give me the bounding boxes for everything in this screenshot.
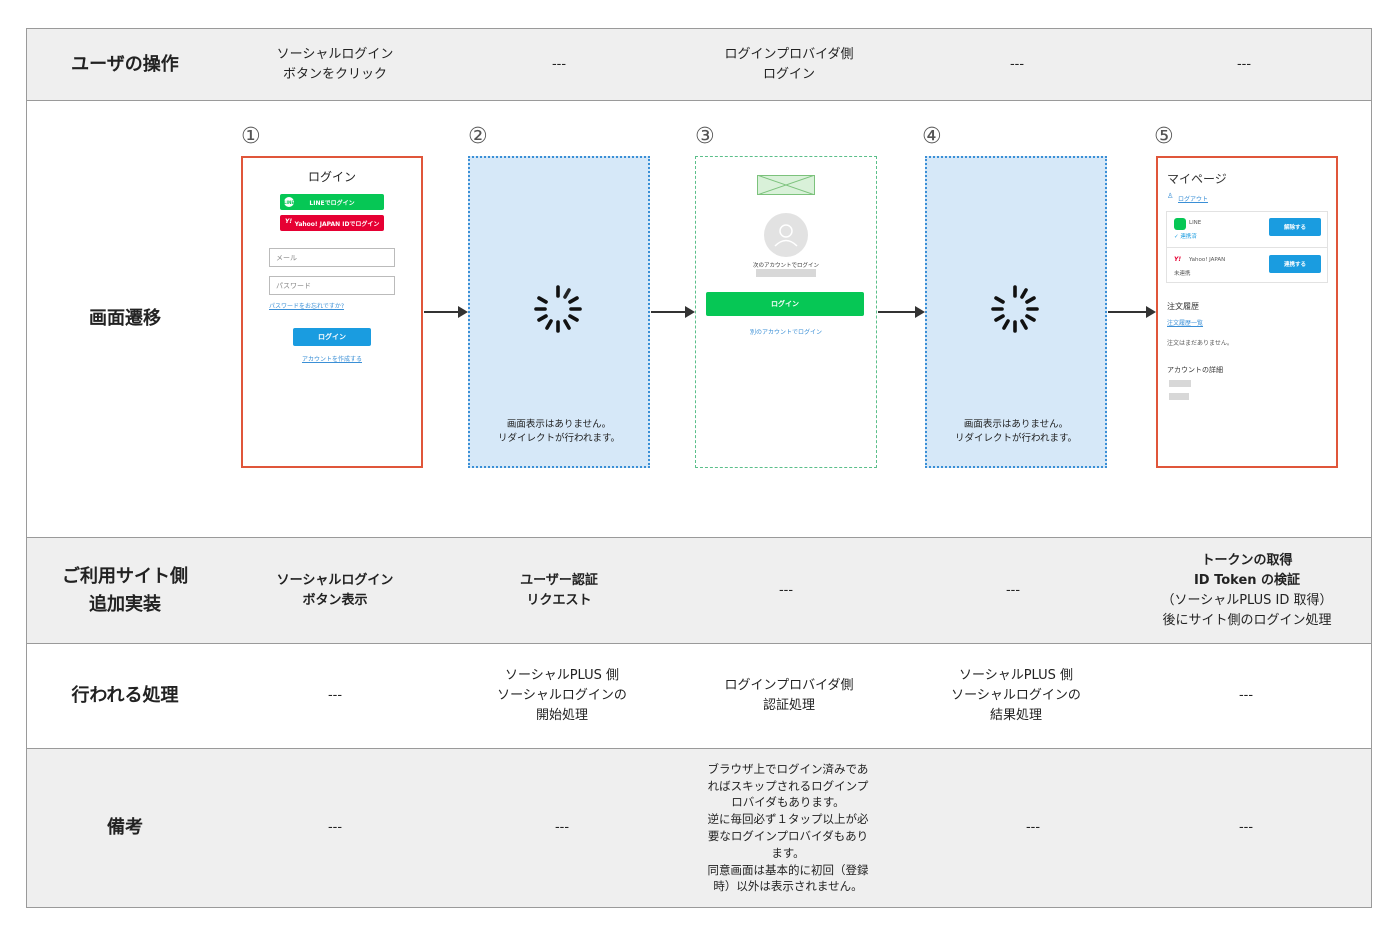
line-status: ✓ 連携済 (1174, 234, 1197, 240)
user-action-cell-5: --- (1236, 56, 1252, 72)
loading-spinner-icon (991, 285, 1039, 333)
login-title: ログイン (307, 170, 356, 184)
next-account-text: 次のアカウントでログイン (752, 263, 819, 269)
mypage-title: マイページ (1167, 172, 1227, 186)
row-screen-flow: 画面遷移 ① ② ③ ④ ⑤ ログイン LINE LINEでログイン Y! Ya… (27, 101, 1371, 538)
blurred-account-name (756, 269, 816, 277)
orders-title: 注文履歴 (1167, 302, 1199, 311)
line-login-label: LINEでログイン (309, 199, 355, 207)
flow-table: ユーザの操作 ソーシャルログイン ボタンをクリック --- ログインプロバイダ側… (26, 28, 1372, 908)
site-impl-cell-5-extra: （ソーシャルPLUS ID 取得） 後にサイト側のログイン処理 (1161, 592, 1333, 628)
row-header-screen-flow: 画面遷移 (89, 308, 161, 329)
provider-logo-placeholder-icon (757, 175, 815, 195)
email-field[interactable]: メール (269, 248, 395, 267)
line-icon (1174, 218, 1186, 230)
avatar-icon (764, 213, 808, 257)
flow-arrow-2 (651, 306, 695, 318)
yahoo-label: Yahoo! JAPAN (1189, 257, 1226, 263)
processing-cell-4: ソーシャルPLUS 側 ソーシャルログインの 結果処理 (951, 668, 1081, 723)
user-action-cell-4: --- (1009, 56, 1025, 72)
step-number-2: ② (468, 124, 488, 149)
social-link-panel: LINE ✓ 連携済 解除する Y! Yahoo! JAPAN 未連携 連携する (1166, 211, 1328, 283)
user-action-cell-1: ソーシャルログイン ボタンをクリック (276, 46, 394, 82)
user-action-cell-2: --- (551, 56, 567, 72)
processing-cell-1: --- (327, 688, 343, 703)
step-number-4: ④ (922, 124, 942, 149)
row-header-site-implementation: ご利用サイト側 追加実装 (62, 565, 188, 615)
yahoo-icon: Y! (1174, 256, 1182, 263)
site-impl-cell-4: --- (1005, 582, 1021, 598)
line-icon: LINE (284, 197, 294, 207)
site-impl-cell-5: トークンの取得 ID Token の検証 （ソーシャルPLUS ID 取得） 後… (1133, 538, 1361, 643)
screen-login-mockup: ログイン LINE LINEでログイン Y! Yahoo! JAPAN IDでロ… (241, 156, 423, 468)
notes-cell-5: --- (1238, 820, 1254, 835)
processing-cell-3: ログインプロバイダ側 認証処理 (724, 678, 854, 713)
site-impl-cell-3: --- (778, 582, 794, 598)
flow-arrow-3 (878, 306, 925, 318)
link-yahoo-button[interactable]: 連携する (1269, 255, 1321, 273)
blurred-detail-2 (1169, 393, 1189, 400)
site-impl-cell-5-main: トークンの取得 ID Token の検証 (1193, 552, 1301, 588)
account-detail-title: アカウントの詳細 (1167, 366, 1223, 374)
screen-redirect-2: 画面表示はありません。 リダイレクトが行われます。 (925, 156, 1107, 468)
panel-divider (1167, 247, 1327, 248)
processing-cell-5: --- (1238, 688, 1254, 703)
blurred-detail-1 (1169, 380, 1191, 387)
orders-link[interactable]: 注文履歴一覧 (1167, 320, 1204, 327)
step-number-3: ③ (695, 124, 715, 149)
step-number-1: ① (241, 124, 261, 149)
yahoo-login-label: Yahoo! JAPAN IDでログイン (294, 220, 380, 228)
login-button[interactable]: ログイン (293, 328, 371, 346)
notes-cell-3: ブラウザ上でログイン済みであ ればスキップされるログインプ ロバイダもあります。… (707, 761, 869, 894)
line-login-button[interactable]: LINE LINEでログイン (280, 194, 384, 210)
row-user-action: ユーザの操作 ソーシャルログイン ボタンをクリック --- ログインプロバイダ側… (27, 29, 1371, 101)
create-account-link[interactable]: アカウントを作成する (301, 356, 362, 363)
user-action-cell-3: ログインプロバイダ側 ログイン (724, 46, 854, 82)
row-header-notes: 備考 (107, 817, 143, 838)
redirect-note-2: 画面表示はありません。 リダイレクトが行われます。 (954, 419, 1078, 444)
site-impl-cell-2: ユーザー認証 リクエスト (520, 572, 598, 608)
logout-link[interactable]: ログアウト (1178, 196, 1209, 203)
user-icon: ♙ (1167, 192, 1174, 200)
provider-login-button[interactable]: ログイン (706, 292, 864, 316)
loading-spinner-icon (534, 285, 582, 333)
screen-provider-login: 次のアカウントでログイン ログイン 別のアカウントでログイン (695, 156, 877, 468)
other-account-link[interactable]: 別のアカウントでログイン (749, 329, 822, 336)
redirect-note-1: 画面表示はありません。 リダイレクトが行われます。 (497, 419, 621, 444)
row-notes: 備考 --- --- ブラウザ上でログイン済みであ ればスキップされるログインプ… (27, 749, 1371, 907)
flow-arrow-1 (424, 306, 468, 318)
password-field[interactable]: パスワード (269, 276, 395, 295)
unlink-line-button[interactable]: 解除する (1269, 218, 1321, 236)
orders-empty-text: 注文はまだありません。 (1167, 340, 1233, 347)
notes-cell-4: --- (1025, 820, 1041, 835)
forgot-password-link[interactable]: パスワードをお忘れですか? (269, 303, 345, 310)
yahoo-icon: Y! (285, 218, 293, 225)
notes-cell-1: --- (327, 820, 343, 835)
row-processing: 行われる処理 --- ソーシャルPLUS 側 ソーシャルログインの 開始処理 ロ… (27, 644, 1371, 749)
notes-cell-2: --- (554, 820, 570, 835)
screen-mypage-mockup: マイページ ♙ ログアウト LINE ✓ 連携済 解除する Y! Yahoo! … (1156, 156, 1338, 468)
row-header-processing: 行われる処理 (71, 685, 179, 706)
step-number-5: ⑤ (1154, 124, 1174, 149)
line-label: LINE (1189, 220, 1202, 226)
yahoo-login-button[interactable]: Y! Yahoo! JAPAN IDでログイン (280, 215, 384, 231)
yahoo-status: 未連携 (1174, 271, 1191, 277)
processing-cell-2: ソーシャルPLUS 側 ソーシャルログインの 開始処理 (497, 668, 627, 723)
row-header-user-action: ユーザの操作 (71, 53, 179, 75)
row-site-implementation: ご利用サイト側 追加実装 ソーシャルログイン ボタン表示 ユーザー認証 リクエス… (27, 538, 1371, 644)
flow-arrow-4 (1108, 306, 1156, 318)
site-impl-cell-1: ソーシャルログイン ボタン表示 (276, 572, 394, 608)
screen-redirect-1: 画面表示はありません。 リダイレクトが行われます。 (468, 156, 650, 468)
